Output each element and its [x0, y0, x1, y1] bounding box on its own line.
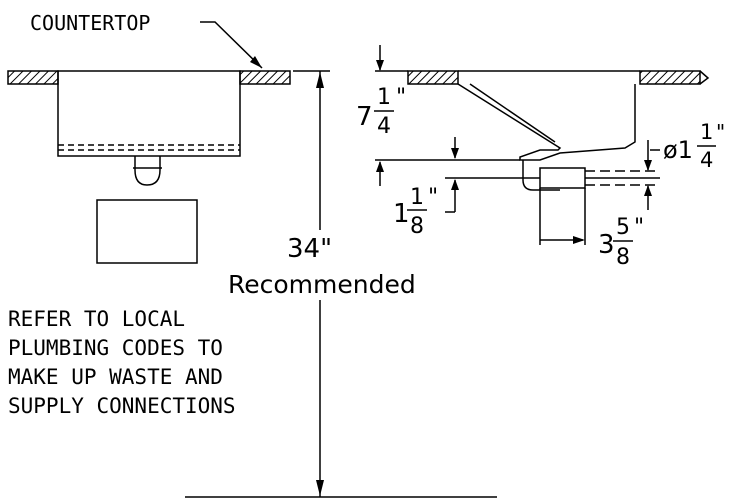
countertop-right-section — [239, 70, 291, 85]
note-line: REFER TO LOCAL — [8, 307, 185, 331]
recommended-label: Recommended — [228, 270, 416, 299]
dimension-drain-offset: 1 1 8 " — [393, 185, 438, 239]
dimension-depth: 7 1 4 " — [356, 85, 406, 139]
outlet-stub — [539, 167, 586, 189]
sink-profile — [457, 83, 636, 161]
countertop-label: COUNTERTOP — [30, 11, 150, 35]
countertop-side-right — [639, 70, 701, 85]
diameter-unit: " — [716, 120, 725, 144]
sink-bowl-front — [57, 70, 241, 157]
note-line: SUPPLY CONNECTIONS — [8, 394, 236, 418]
height-label: 34" — [287, 234, 332, 264]
side-view — [375, 45, 710, 245]
diameter-numerator: 1 — [700, 120, 713, 144]
countertop-side-left — [407, 70, 459, 85]
length-unit: " — [634, 215, 644, 240]
depth-denominator: 4 — [377, 114, 391, 139]
offset-denominator: 8 — [410, 214, 424, 239]
dimension-outlet-length: 3 5 8 " — [598, 215, 644, 270]
offset-unit: " — [428, 185, 438, 210]
access-box — [96, 199, 198, 264]
length-whole: 3 — [598, 230, 615, 260]
length-numerator: 5 — [616, 215, 630, 240]
offset-numerator: 1 — [410, 185, 424, 210]
depth-unit: " — [396, 85, 406, 110]
note-line: MAKE UP WASTE AND — [8, 365, 223, 389]
diameter-prefix: ø1 — [663, 136, 693, 164]
offset-whole: 1 — [393, 199, 410, 229]
length-denominator: 8 — [616, 245, 630, 270]
drain-body-side — [522, 160, 560, 191]
dimension-outlet-diameter: ø1 1 4 " — [650, 120, 725, 172]
plumbing-note: REFER TO LOCAL PLUMBING CODES TO MAKE UP… — [8, 307, 236, 418]
depth-whole: 7 — [356, 102, 373, 132]
countertop-left-section — [7, 70, 59, 85]
drain-fitting — [134, 156, 161, 186]
diameter-denominator: 4 — [700, 148, 713, 172]
front-view — [7, 21, 497, 498]
depth-numerator: 1 — [377, 85, 391, 110]
note-line: PLUMBING CODES TO — [8, 336, 223, 360]
countertop-leader — [200, 21, 263, 69]
